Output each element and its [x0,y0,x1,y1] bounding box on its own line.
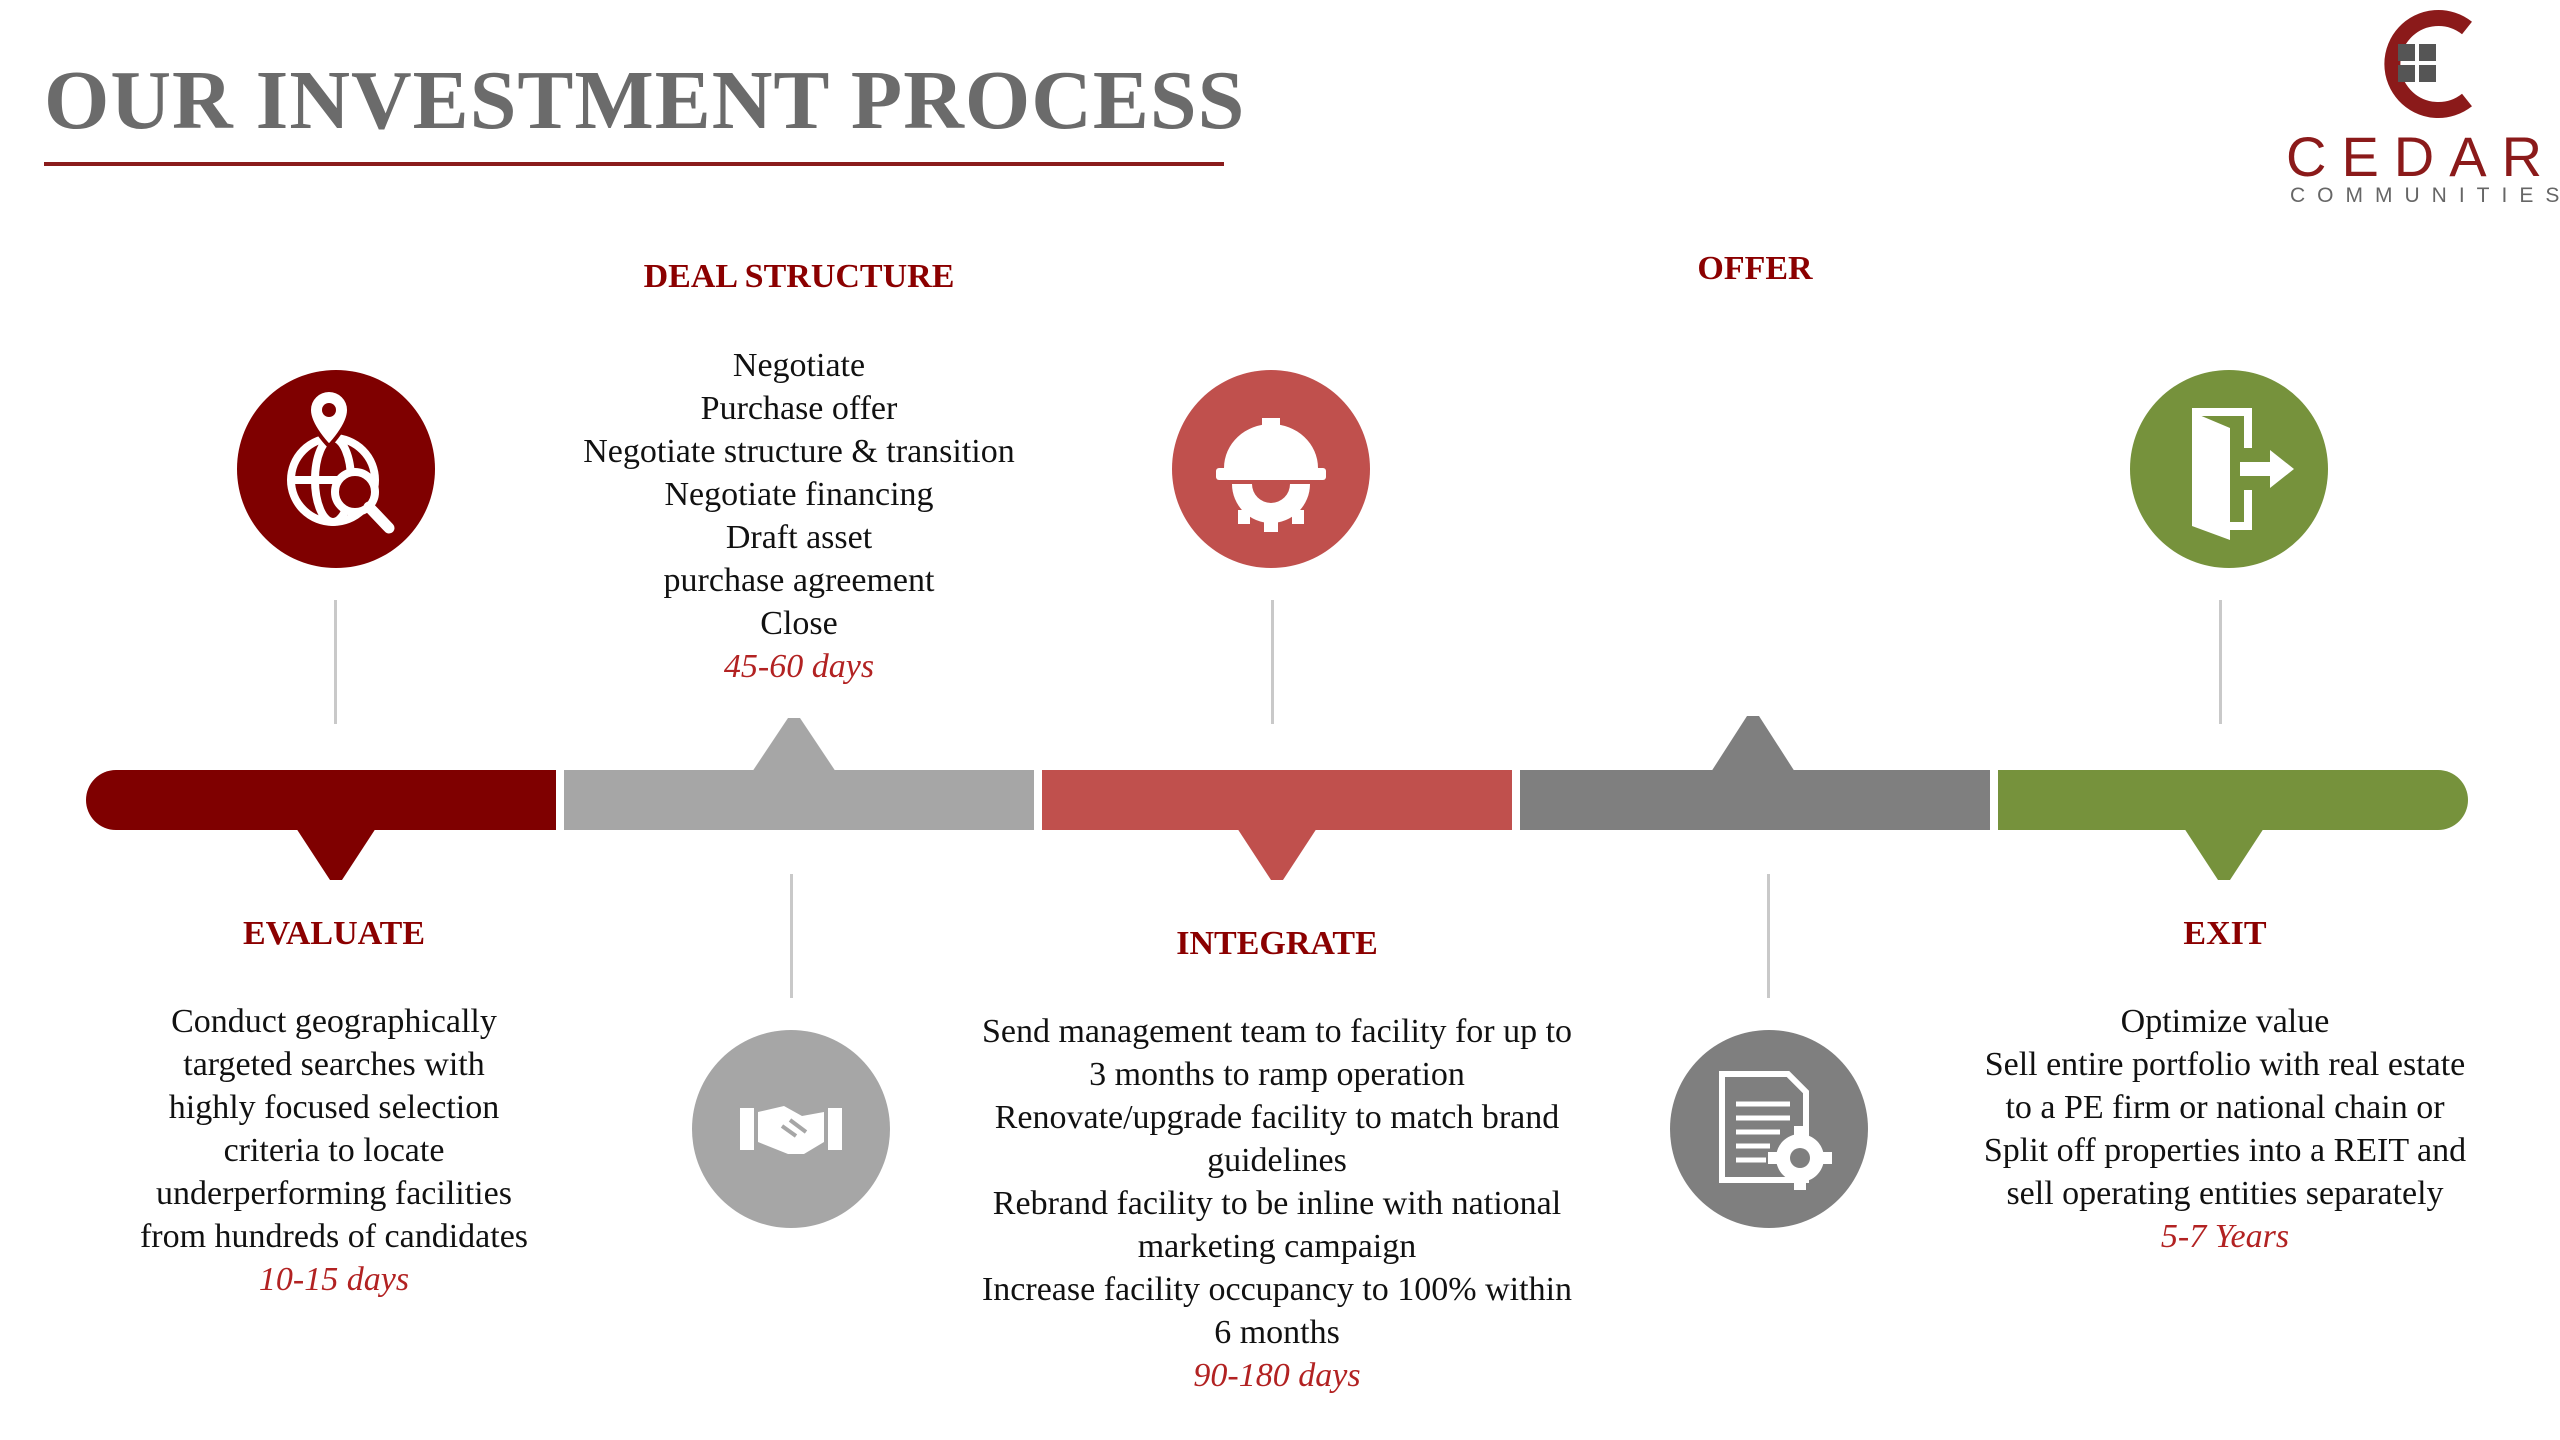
timeline-bar-offer [1520,770,1990,830]
title-underline [44,162,1224,166]
cedar-logo: CEDAR COMMUNITIES [2280,0,2560,220]
heading-deal-structure: DEAL STRUCTURE [643,258,955,295]
desc-line: from hundreds of candidates [139,1218,529,1255]
desc-line: targeted searches with [183,1046,485,1083]
timeline-bar-integrate [1042,770,1512,830]
desc-line: Conduct geographically [171,1003,497,1040]
desc-line: Split off properties into a REIT and [1983,1132,2467,1169]
hardhat-gear-icon [1172,370,1370,568]
heading-evaluate: EVALUATE [242,915,426,952]
desc-line: Negotiate financing [664,476,934,513]
desc-line: Close [760,605,838,642]
logo-mark-icon [2384,10,2472,118]
desc-line: 6 months [1214,1314,1340,1351]
pointer-up-deal-structure [752,718,836,772]
pointer-up-offer [1711,716,1795,772]
heading-offer: OFFER [1697,250,1813,287]
desc-line: Negotiate structure & transition [583,433,1015,470]
desc-line: Rebrand facility to be inline with natio… [992,1185,1562,1222]
logo-subtitle: COMMUNITIES [2290,184,2560,207]
logo-word: CEDAR [2286,125,2558,188]
desc-line: guidelines [1207,1142,1347,1179]
duration-deal-structure: 45-60 days [723,648,875,685]
desc-line: sell operating entities separately [2006,1175,2444,1212]
desc-line: Purchase offer [700,390,898,427]
desc-line: Sell entire portfolio with real estate [1984,1046,2466,1083]
duration-exit: 5-7 Years [2160,1218,2290,1255]
desc-line: Optimize value [2120,1003,2330,1040]
connector-offer [1767,874,1770,998]
desc-line: Negotiate [732,347,866,384]
desc-line: to a PE firm or national chain or [2005,1089,2445,1126]
globe-search-icon [237,370,435,568]
desc-line: Send management team to facility for up … [981,1013,1573,1050]
desc-line: marketing campaign [1137,1228,1417,1265]
desc-exit: Optimize value Sell entire portfolio wit… [1940,1000,2510,1258]
pointer-down-exit [2184,828,2264,880]
desc-line: 3 months to ramp operation [1089,1056,1465,1093]
heading-integrate: INTEGRATE [1176,925,1378,962]
desc-line: highly focused selection [168,1089,500,1126]
desc-line: Increase facility occupancy to 100% with… [981,1271,1573,1308]
timeline-bar-exit [1998,770,2468,830]
timeline-bar-deal-structure [564,770,1034,830]
duration-evaluate: 10-15 days [258,1261,410,1298]
pointer-down-evaluate [296,828,376,880]
timeline-bar-evaluate [86,770,556,830]
desc-integrate: Send management team to facility for up … [942,1010,1612,1397]
desc-line: Draft asset [725,519,873,556]
heading-exit: EXIT [2183,915,2267,952]
desc-line: underperforming facilities [156,1175,512,1212]
handshake-icon [692,1030,890,1228]
duration-integrate: 90-180 days [1193,1357,1361,1394]
pointer-down-integrate [1237,828,1317,880]
desc-line: criteria to locate [223,1132,445,1169]
document-gear-icon [1670,1030,1868,1228]
desc-line: purchase agreement [663,562,935,599]
connector-evaluate [334,600,337,724]
desc-evaluate: Conduct geographically targeted searches… [94,1000,574,1301]
connector-deal-structure [790,874,793,998]
connector-integrate [1271,600,1274,724]
desc-line: Renovate/upgrade facility to match brand [994,1099,1560,1136]
desc-deal-structure: Negotiate Purchase offer Negotiate struc… [534,344,1064,688]
page-title: OUR INVESTMENT PROCESS [44,54,1246,147]
connector-exit [2219,600,2222,724]
exit-door-icon [2130,370,2328,568]
